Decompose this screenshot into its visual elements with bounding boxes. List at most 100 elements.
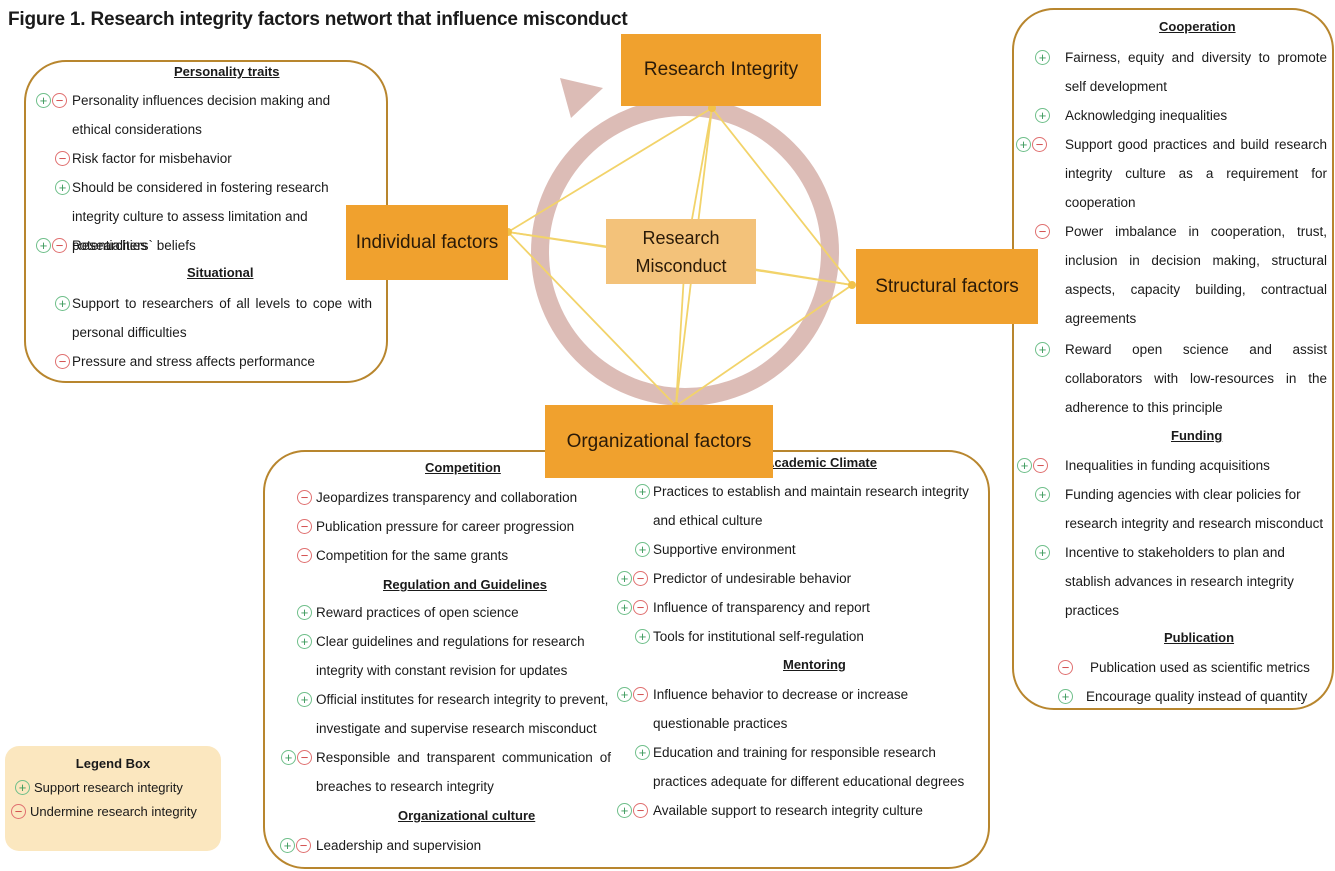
organizational-factors-panel: Competition−Jeopardizes transparency and… [263,450,990,869]
figure-title: Figure 1. Research integrity factors net… [8,9,628,30]
section-heading-competition: Competition [425,460,501,475]
factor-item: Leadership and supervision [316,838,482,853]
minus-icon: − [1032,137,1047,152]
legend-undermine-label: Undermine research integrity [30,804,197,819]
factor-item: Funding agencies with clear policies for… [1065,487,1324,531]
factor-item: Available support to research integrity … [653,803,923,818]
minus-icon: − [297,750,312,765]
section-heading-academic-climate: Academic Climate [765,455,877,470]
factor-item: Influence of transparency and report [653,600,870,615]
item-sign-group: − [297,548,312,563]
factor-item: Acknowledging inequalities [1065,108,1228,123]
factor-item: Researchers` beliefs [72,238,196,253]
item-sign-group: + [635,484,650,499]
item-sign-group: + [1035,487,1050,502]
plus-icon: + [36,238,51,253]
factor-item: Competition for the same grants [316,548,509,563]
item-sign-group: +− [280,838,311,853]
factor-item: Support to researchers of all levels to … [72,296,372,340]
item-sign-group: − [1035,224,1050,239]
minus-icon: − [55,151,70,166]
item-sign-group: + [297,634,312,649]
plus-icon: + [617,687,632,702]
factor-item: Pressure and stress affects performance [72,354,315,369]
misconduct-line-2: Misconduct [635,255,727,276]
item-sign-group: − [55,151,70,166]
plus-icon: + [617,571,632,586]
minus-icon: − [633,687,648,702]
structural-factors-panel: Cooperation+Fairness, equity and diversi… [1012,8,1334,710]
plus-icon: + [635,484,650,499]
item-sign-group: + [635,745,650,760]
factor-item: Predictor of undesirable behavior [653,571,852,586]
item-sign-group: − [297,519,312,534]
plus-icon: + [1016,137,1031,152]
item-sign-group: +− [281,750,312,765]
factor-item: Tools for institutional self-regulation [653,629,864,644]
factor-item: Jeopardizes transparency and collaborati… [316,490,578,505]
plus-icon: + [55,180,70,195]
item-sign-group: + [1035,108,1050,123]
section-heading-cooperation: Cooperation [1159,19,1236,34]
minus-icon: − [1058,660,1073,675]
section-heading-situational: Situational [187,265,254,280]
item-sign-group: +− [36,93,67,108]
legend-undermine-row: − Undermine research integrity [11,804,197,819]
plus-icon: + [297,605,312,620]
plus-icon: + [617,803,632,818]
minus-icon: − [297,490,312,505]
minus-icon: − [633,571,648,586]
legend-title: Legend Box [75,756,151,771]
organizational-factors-node: Organizational factors [545,405,773,478]
item-sign-group: +− [617,571,648,586]
plus-icon: + [55,296,70,311]
research-misconduct-node: Research Misconduct [606,219,756,284]
plus-icon: + [635,745,650,760]
network-lines [507,107,853,407]
factor-item: Support good practices and build researc… [1065,137,1327,210]
factor-item: Risk factor for misbehavior [72,151,232,166]
item-sign-group: + [1035,545,1050,560]
item-sign-group: + [297,692,312,707]
research-integrity-node: Research Integrity [621,34,821,106]
plus-icon: + [1017,458,1032,473]
minus-icon: − [297,519,312,534]
item-sign-group: +− [1017,458,1048,473]
individual-factors-node: Individual factors [346,205,508,280]
plus-icon: + [1058,689,1073,704]
factor-item: Encourage quality instead of quantity [1086,689,1308,704]
minus-icon: − [296,838,311,853]
section-heading-regulation: Regulation and Guidelines [383,577,547,592]
plus-icon: + [1035,487,1050,502]
minus-icon: − [633,803,648,818]
item-sign-group: + [635,542,650,557]
plus-icon: + [297,692,312,707]
factor-item: Reward open science and assist collabora… [1065,342,1327,415]
factor-item: Supportive environment [653,542,796,557]
factor-item: Education and training for responsible r… [653,745,965,789]
section-heading-mentoring: Mentoring [783,657,846,672]
plus-icon: + [15,780,30,795]
plus-icon: + [280,838,295,853]
item-sign-group: − [297,490,312,505]
cycle-arrowhead [560,78,603,118]
factor-item: Publication used as scientific metrics [1090,660,1310,675]
factor-item: Official institutes for research integri… [316,692,609,736]
legend-support-row: + Support research integrity [15,780,183,795]
misconduct-line-1: Research [642,227,720,248]
item-sign-group: +− [617,600,648,615]
plus-icon: + [635,629,650,644]
factor-item: Reward practices of open science [316,605,519,620]
item-sign-group: − [1058,660,1073,675]
item-sign-group: + [1035,50,1050,65]
plus-icon: + [297,634,312,649]
item-sign-group: +− [617,803,648,818]
cycle-arrow-ring [531,98,839,406]
factor-item: Responsible and transparent communicatio… [316,750,611,794]
factor-item: Inequalities in funding acquisitions [1065,458,1270,473]
item-sign-group: + [55,180,70,195]
section-heading-culture: Organizational culture [398,808,536,823]
factor-item: Incentive to stakeholders to plan and st… [1065,545,1294,618]
section-heading-personality: Personality traits [174,64,280,79]
plus-icon: + [1035,545,1050,560]
